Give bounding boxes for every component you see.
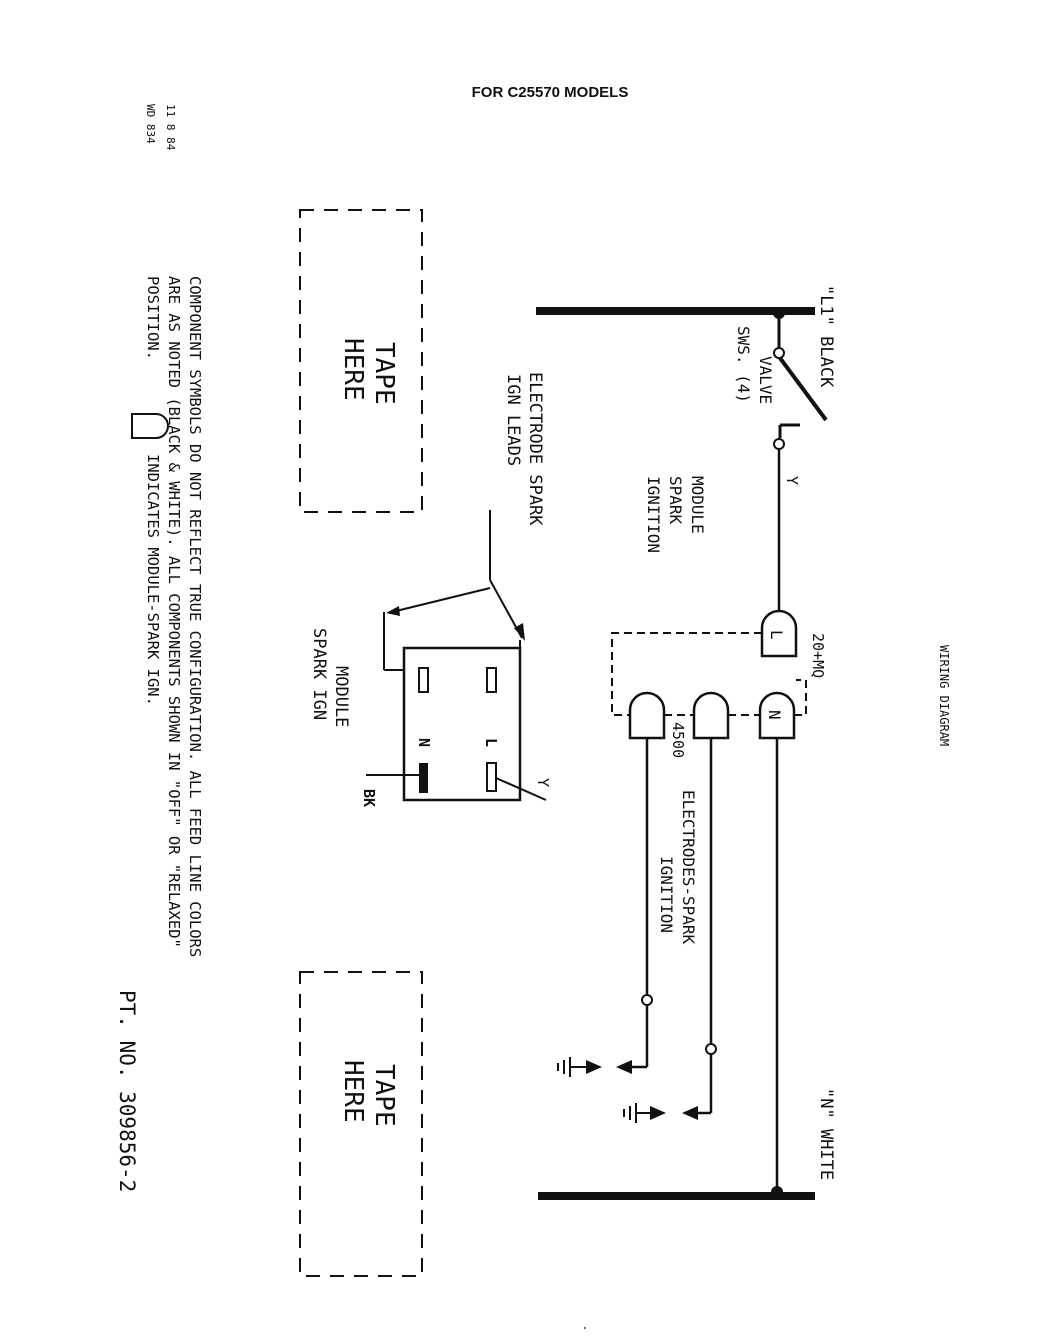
electrode-ground-arrow [650, 1106, 666, 1120]
module-terminal-top-right [486, 667, 497, 693]
doc-date: 11 8 84 [164, 104, 177, 151]
leads-label-1: ELECTRODE SPARK [525, 372, 545, 526]
module-terminal-l-label: L [482, 738, 500, 747]
module-small-label-2: SPARK IGN [309, 628, 329, 720]
notes-line3b: INDICATES MODULE-SPARK IGN. [144, 454, 162, 706]
module-label-1: MODULE [688, 476, 707, 534]
module-terminal-top-left [418, 667, 429, 693]
terminal-n-label: N [765, 710, 784, 720]
module-bk-label: BK [360, 789, 378, 807]
module-terminal-n [419, 763, 428, 793]
valve-contact-top [773, 347, 785, 359]
electrodes-label-1: ELECTRODES-SPARK [679, 790, 698, 944]
module-terminal-l [486, 762, 497, 792]
module-label-2: SPARK [666, 476, 685, 525]
leads-arrow-a [514, 623, 525, 641]
scan-speck [584, 1327, 586, 1329]
leads-arrow-b [386, 606, 400, 616]
tape-top-line1: TAPE [369, 342, 399, 405]
terminal-code-label: 20+MQ [809, 633, 827, 678]
tape-bottom-line1: TAPE [369, 1064, 399, 1127]
terminal-rating-label: 4500 [669, 722, 687, 758]
n-junction [771, 1186, 783, 1198]
leads-pointer-b [391, 587, 491, 613]
valve-label-1: VALVE [756, 356, 775, 404]
tape-top-line2: HERE [338, 338, 368, 401]
wiring-diagram-title: WIRING DIAGRAM [937, 645, 951, 746]
terminal-n-connector [758, 691, 796, 740]
terminal-l-connector [760, 609, 798, 658]
y-wire-label: Y [783, 476, 801, 485]
tape-box-bottom [299, 971, 423, 1277]
module-y-lead [495, 777, 547, 801]
notes-line1: COMPONENT SYMBOLS DO NOT REFLECT TRUE CO… [186, 276, 204, 957]
electrode-arrow [682, 1106, 698, 1120]
module-y-label: Y [534, 778, 552, 787]
module-dashed-outline [611, 632, 807, 716]
valve-switch-blade [778, 356, 828, 422]
tape-bottom-line2: HERE [338, 1060, 368, 1123]
terminal-l-label: L [767, 630, 786, 640]
valve-contact-bottom [773, 438, 785, 450]
notes-line3a: POSITION. [144, 276, 162, 360]
leads-label-2: IGN LEADS [503, 374, 523, 466]
ground-arrow [616, 1060, 632, 1074]
ground-ground-arrow [586, 1060, 602, 1074]
terminal-electrode-connector [692, 691, 730, 740]
module-terminal-n-label: N [415, 738, 433, 747]
electrodes-label-2: IGNITION [657, 856, 676, 933]
part-number: PT. NO. 309856-2 [115, 990, 139, 1192]
terminal-ground-connector [628, 691, 666, 740]
models-header: FOR C25570 MODELS [471, 84, 629, 101]
l1-label: "L1" BLACK [816, 285, 836, 388]
module-label-3: IGNITION [644, 476, 663, 553]
tape-box-top [299, 209, 423, 513]
doc-number: WD 834 [144, 104, 157, 144]
electrode-gap [705, 1043, 717, 1055]
module-small-label-1: MODULE [331, 666, 351, 727]
ground-gap [641, 994, 653, 1006]
valve-label-2: SWS. (4) [734, 326, 753, 403]
n-label: "N" WHITE [816, 1088, 836, 1180]
module-symbol-icon [131, 413, 169, 439]
notes-line2: ARE AS NOTED (BLACK & WHITE). ALL COMPON… [165, 276, 183, 948]
